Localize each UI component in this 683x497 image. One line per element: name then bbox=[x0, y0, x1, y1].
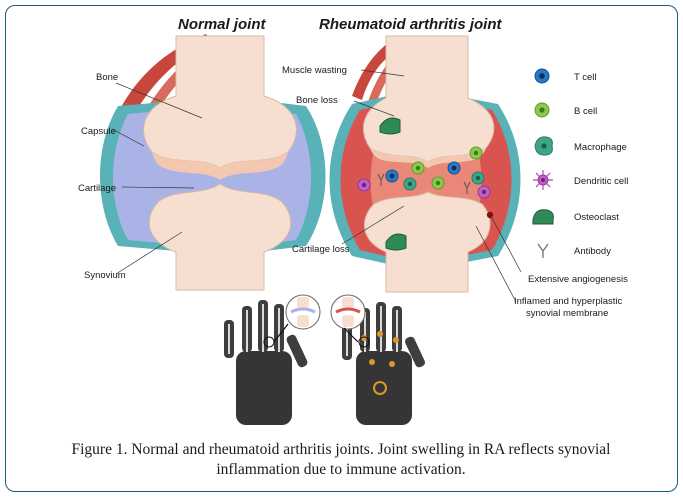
joint-illustration: Normal joint Rheumatoid arthritis joint … bbox=[78, 16, 628, 425]
bone-label: Bone bbox=[96, 72, 118, 83]
antibody-icon bbox=[537, 243, 549, 258]
ra-cells bbox=[357, 117, 494, 251]
t-cell-icon bbox=[534, 68, 550, 84]
ra-hand-xray bbox=[342, 302, 425, 425]
caption-line-2: inflammation due to immune activation. bbox=[216, 461, 466, 478]
ra-joint: Muscle wasting Bone loss Cartilage loss … bbox=[282, 35, 628, 319]
figure-caption: Figure 1. Normal and rheumatoid arthriti… bbox=[26, 440, 656, 480]
synovial-membrane-label-line2: synovial membrane bbox=[526, 308, 608, 319]
capsule-label: Capsule bbox=[81, 126, 116, 137]
legend-dendritic-cell-label: Dendritic cell bbox=[574, 176, 628, 187]
legend-antibody-label: Antibody bbox=[574, 246, 611, 257]
ra-joint-title: Rheumatoid arthritis joint bbox=[319, 16, 503, 33]
legend-t-cell-label: T cell bbox=[574, 72, 597, 83]
normal-upper-cartilage bbox=[152, 152, 288, 180]
normal-joint-zoom bbox=[273, 294, 321, 343]
ra-lower-bone bbox=[364, 191, 491, 293]
normal-hand-xray bbox=[224, 300, 308, 425]
b-cell-icon bbox=[534, 102, 550, 118]
macrophage-icon bbox=[534, 136, 553, 156]
angiogenesis-label: Extensive angiogenesis bbox=[528, 274, 628, 285]
cartilage-label: Cartilage bbox=[78, 183, 116, 194]
muscle-wasting-label: Muscle wasting bbox=[282, 65, 347, 76]
osteoclast-icon bbox=[532, 209, 554, 225]
ra-joint-zoom bbox=[330, 294, 366, 343]
legend-macrophage-label: Macrophage bbox=[574, 142, 627, 153]
synovial-membrane-label-line1: Inflamed and hyperplastic bbox=[514, 296, 623, 307]
synovium-label: Synovium bbox=[84, 270, 126, 281]
cartilage-loss-label: Cartilage loss bbox=[292, 244, 350, 255]
ra-upper-cartilage bbox=[370, 148, 486, 168]
figure-frame: Normal joint Rheumatoid arthritis joint … bbox=[5, 5, 678, 492]
caption-line-1: Figure 1. Normal and rheumatoid arthriti… bbox=[71, 441, 611, 458]
dendritic-cell-icon bbox=[533, 170, 553, 190]
normal-lower-bone bbox=[148, 183, 292, 291]
cell-legend: T cell B cell Macrophage Dendritic cell … bbox=[532, 68, 628, 258]
normal-joint: Bone Capsule Cartilage Synovium bbox=[78, 34, 326, 291]
legend-osteoclast-label: Osteoclast bbox=[574, 212, 619, 223]
legend-b-cell-label: B cell bbox=[574, 106, 597, 117]
bone-loss-label: Bone loss bbox=[296, 95, 338, 106]
normal-joint-title: Normal joint bbox=[178, 16, 267, 33]
